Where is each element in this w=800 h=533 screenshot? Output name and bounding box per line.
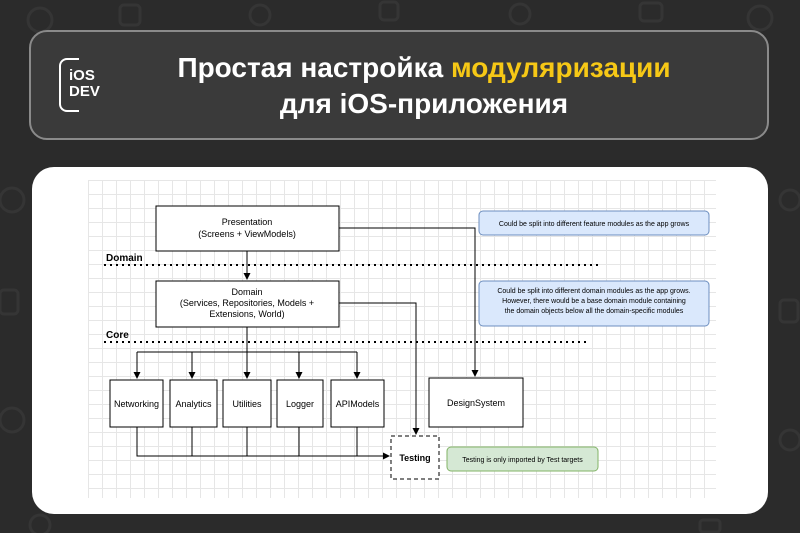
domain-note-line3: the domain objects below all the domain-… — [505, 308, 684, 315]
phone-icon — [59, 58, 79, 112]
domain-node-line1: Domain — [231, 287, 262, 297]
designsystem-node-label: DesignSystem — [447, 398, 505, 408]
title-part1: Простая настройка — [177, 52, 451, 83]
analytics-node: Analytics — [169, 379, 218, 428]
domain-layer-label: Domain — [106, 253, 143, 264]
designsystem-node: DesignSystem — [428, 377, 524, 428]
presentation-node-line2: (Screens + ViewModels) — [198, 229, 296, 239]
testing-note: Testing is only imported by Test targets — [446, 446, 599, 472]
utilities-node-label: Utilities — [232, 399, 262, 409]
domain-node: Domain (Services, Repositories, Models +… — [155, 280, 340, 328]
presentation-node: Presentation (Screens + ViewModels) — [155, 205, 340, 252]
networking-node-label: Networking — [114, 399, 159, 409]
testing-note-text: Testing is only imported by Test targets — [462, 457, 583, 464]
testing-node-label: Testing — [399, 453, 430, 463]
logo-text-line1: iOS — [69, 67, 95, 84]
domain-node-line3: Extensions, World) — [209, 309, 284, 319]
logger-node-label: Logger — [286, 399, 314, 409]
networking-node: Networking — [109, 379, 164, 428]
analytics-node-label: Analytics — [175, 399, 212, 409]
apimodels-node: APIModels — [330, 379, 385, 428]
utilities-node: Utilities — [222, 379, 272, 428]
domain-note-line2: However, there would be a base domain mo… — [502, 298, 686, 305]
presentation-node-line1: Presentation — [222, 217, 273, 227]
presentation-note-text: Could be split into different feature mo… — [499, 221, 690, 228]
logo-text-line2: DEV — [69, 83, 100, 100]
header-banner: iOS DEV Простая настройка модуляризации … — [29, 30, 769, 140]
presentation-note: Could be split into different feature mo… — [478, 210, 710, 236]
logger-node: Logger — [276, 379, 324, 428]
domain-node-line2: (Services, Repositories, Models + — [180, 298, 314, 308]
domain-note-line1: Could be split into different domain mod… — [497, 288, 690, 295]
core-layer-label: Core — [106, 330, 129, 341]
ios-dev-logo: iOS DEV — [59, 58, 111, 116]
testing-node: Testing — [390, 435, 440, 480]
title-highlight: модуляризации — [450, 52, 671, 83]
title-line2: для iOS-приложения — [279, 88, 569, 119]
domain-note: Could be split into different domain mod… — [478, 280, 710, 327]
apimodels-node-label: APIModels — [336, 399, 380, 409]
page-title: Простая настройка модуляризации для iOS-… — [101, 50, 747, 122]
